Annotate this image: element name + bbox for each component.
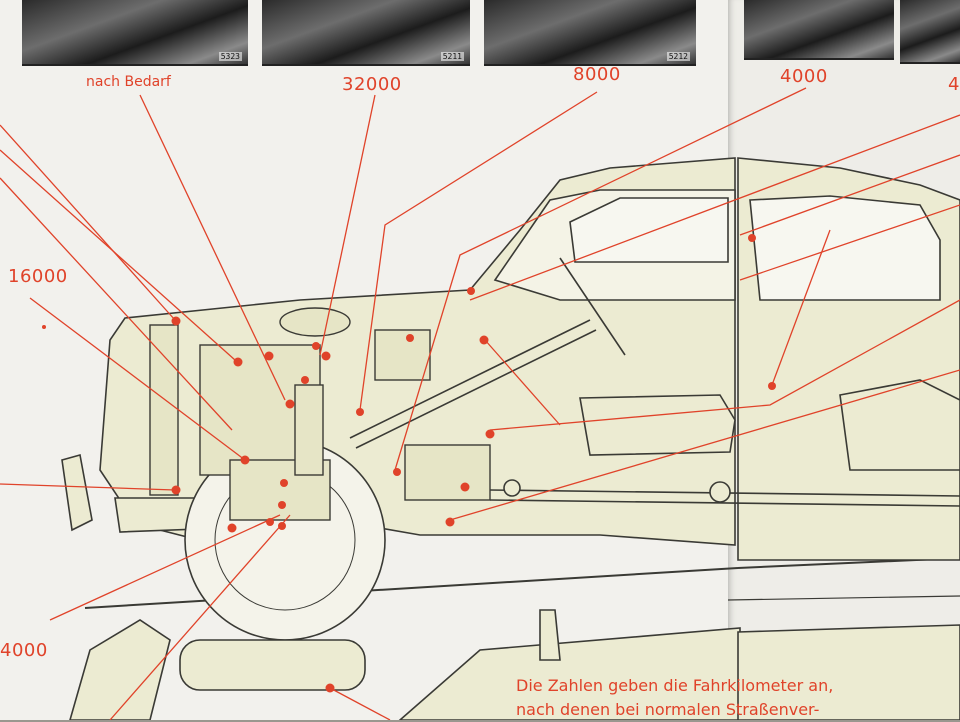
label-4000-top: 4000 <box>780 66 828 87</box>
label-8000: 8000 <box>573 64 621 85</box>
engine <box>149 307 491 521</box>
note-line-1: Die Zahlen geben die Fahrkilometer an, <box>516 676 834 695</box>
label-nach-bedarf: nach Bedarf <box>86 74 171 90</box>
label-16000: 16000 <box>8 266 68 287</box>
label-4-partial: 4 <box>948 74 960 95</box>
note-line-2: nach denen bei normalen Straßenver- <box>516 700 820 719</box>
chassis-frame <box>69 609 960 720</box>
photo-engine-2: 5211 <box>262 0 470 66</box>
leader-lines <box>0 87 960 720</box>
photo-number: 5323 <box>218 52 242 61</box>
lubrication-points <box>42 234 776 693</box>
mileage-note: Die Zahlen geben die Fahrkilometer an, n… <box>516 674 916 722</box>
label-4000-left: 4000 <box>0 640 48 661</box>
photo-engine-1: 5323 <box>22 0 248 66</box>
photo-engine-5 <box>900 0 960 64</box>
label-32000: 32000 <box>342 74 402 95</box>
photo-number: 5212 <box>666 52 690 61</box>
photo-engine-3: 5212 <box>484 0 696 66</box>
photo-number: 5211 <box>440 52 464 61</box>
drivetrain <box>349 257 960 507</box>
photo-engine-4 <box>744 0 894 60</box>
